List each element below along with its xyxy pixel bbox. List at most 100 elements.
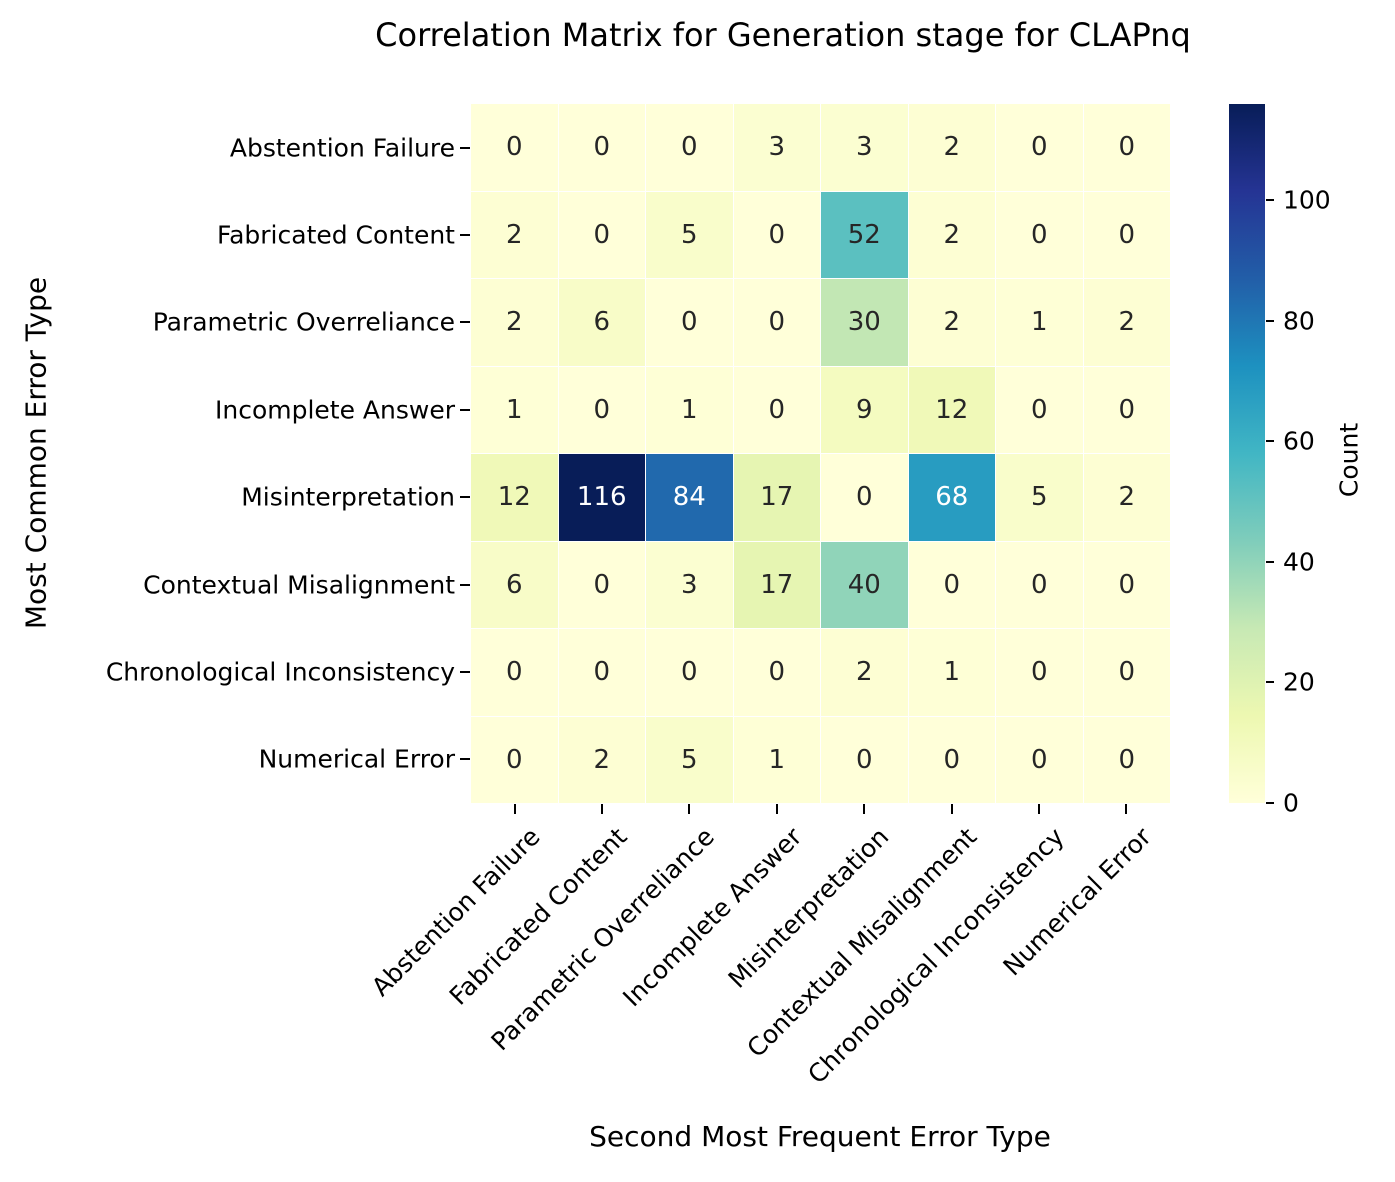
heatmap-cell: 0: [646, 629, 733, 716]
y-tick-label: Incomplete Answer: [214, 395, 455, 425]
heatmap-cell: 12: [908, 366, 995, 453]
heatmap-cell: 0: [733, 279, 820, 366]
colorbar: [1229, 104, 1265, 803]
heatmap-cell: 6: [471, 541, 558, 628]
colorbar-tick-label: 80: [1283, 306, 1315, 336]
heatmap-cell: 0: [471, 629, 558, 716]
heatmap-cell: 0: [646, 104, 733, 191]
y-tick-label: Fabricated Content: [217, 220, 455, 250]
heatmap-cell: 1: [471, 366, 558, 453]
heatmap-cell: 0: [908, 541, 995, 628]
colorbar-tick-label: 60: [1283, 426, 1315, 456]
heatmap-cell: 40: [821, 541, 908, 628]
heatmap-cell: 0: [1083, 191, 1170, 278]
heatmap-cell: 1: [646, 366, 733, 453]
x-tick-label: Misinterpretation: [723, 822, 895, 994]
colorbar-tick: [1266, 560, 1274, 563]
heatmap-cell: 3: [646, 541, 733, 628]
heatmap-cell: 0: [558, 366, 645, 453]
y-tick-label: Chronological Inconsistency: [105, 657, 455, 687]
x-tick: [1125, 804, 1128, 814]
heatmap-cell: 0: [471, 716, 558, 803]
colorbar-tick-label: 0: [1283, 788, 1299, 818]
heatmap-cell: 5: [996, 454, 1083, 541]
heatmap-cell: 0: [646, 279, 733, 366]
heatmap-cell: 2: [471, 191, 558, 278]
y-tick-label: Parametric Overreliance: [152, 307, 455, 337]
heatmap-cell: 5: [646, 716, 733, 803]
y-tick: [460, 146, 470, 149]
heatmap-cell: 0: [733, 629, 820, 716]
heatmap-cell: 2: [1083, 279, 1170, 366]
heatmap-cell: 52: [821, 191, 908, 278]
heatmap-cell: 0: [996, 104, 1083, 191]
heatmap-cell: 0: [996, 366, 1083, 453]
heatmap-cell: 17: [733, 454, 820, 541]
y-tick: [460, 234, 470, 237]
heatmap-cell: 1: [733, 716, 820, 803]
x-tick: [863, 804, 866, 814]
y-tick-label: Contextual Misalignment: [143, 570, 455, 600]
heatmap-cell: 2: [908, 279, 995, 366]
heatmap-cell: 2: [908, 191, 995, 278]
heatmap-cell: 3: [733, 104, 820, 191]
colorbar-tick: [1266, 802, 1274, 804]
colorbar-tick-label: 40: [1283, 547, 1315, 577]
heatmap-cell: 1: [996, 279, 1083, 366]
heatmap-cell: 2: [558, 716, 645, 803]
colorbar-tick: [1266, 199, 1274, 202]
heatmap-cell: 84: [646, 454, 733, 541]
y-tick-label: Numerical Error: [258, 744, 455, 774]
heatmap-cell: 0: [821, 716, 908, 803]
x-tick: [601, 804, 604, 814]
y-tick: [460, 670, 470, 673]
heatmap-cell: 5: [646, 191, 733, 278]
heatmap-cell: 0: [908, 716, 995, 803]
heatmap-cell: 0: [558, 541, 645, 628]
heatmap-cell: 0: [821, 454, 908, 541]
heatmap-cell: 0: [1083, 716, 1170, 803]
y-tick-label: Misinterpretation: [241, 482, 455, 512]
heatmap-cell: 9: [821, 366, 908, 453]
heatmap-cell: 0: [558, 191, 645, 278]
heatmap-cell: 0: [558, 104, 645, 191]
y-tick: [460, 321, 470, 324]
heatmap-cell: 0: [996, 629, 1083, 716]
x-tick: [688, 804, 691, 814]
colorbar-tick: [1266, 319, 1274, 322]
heatmap-cell: 0: [1083, 541, 1170, 628]
y-tick: [460, 408, 470, 411]
x-tick-label: Abstention Failure: [365, 822, 546, 1002]
colorbar-tick-label: 20: [1283, 667, 1315, 697]
colorbar-tick-label: 100: [1283, 185, 1331, 215]
heatmap-cell: 17: [733, 541, 820, 628]
heatmap-cell: 0: [558, 629, 645, 716]
x-tick: [1037, 804, 1040, 814]
colorbar-tick: [1266, 681, 1274, 684]
heatmap-cell: 68: [908, 454, 995, 541]
heatmap-cell: 0: [733, 191, 820, 278]
y-tick: [460, 583, 470, 586]
colorbar-tick: [1266, 440, 1274, 443]
heatmap-cell: 2: [908, 104, 995, 191]
heatmap-cell: 0: [996, 191, 1083, 278]
heatmap-cell: 30: [821, 279, 908, 366]
heatmap-cell: 1: [908, 629, 995, 716]
heatmap-cell: 3: [821, 104, 908, 191]
heatmap-cell: 6: [558, 279, 645, 366]
y-axis-label: Most Common Error Type: [19, 276, 53, 630]
heatmap-cell: 0: [733, 366, 820, 453]
colorbar-label: Count: [1334, 422, 1364, 498]
y-tick-label: Abstention Failure: [229, 133, 455, 163]
heatmap-cell: 116: [558, 454, 645, 541]
heatmap-cell: 0: [1083, 629, 1170, 716]
y-tick: [460, 496, 470, 499]
heatmap-cell: 2: [1083, 454, 1170, 541]
x-tick-label: Numerical Error: [997, 822, 1157, 982]
heatmap-cell: 2: [821, 629, 908, 716]
heatmap-cell: 0: [996, 541, 1083, 628]
y-tick: [460, 758, 470, 761]
heatmap-cell: 12: [471, 454, 558, 541]
